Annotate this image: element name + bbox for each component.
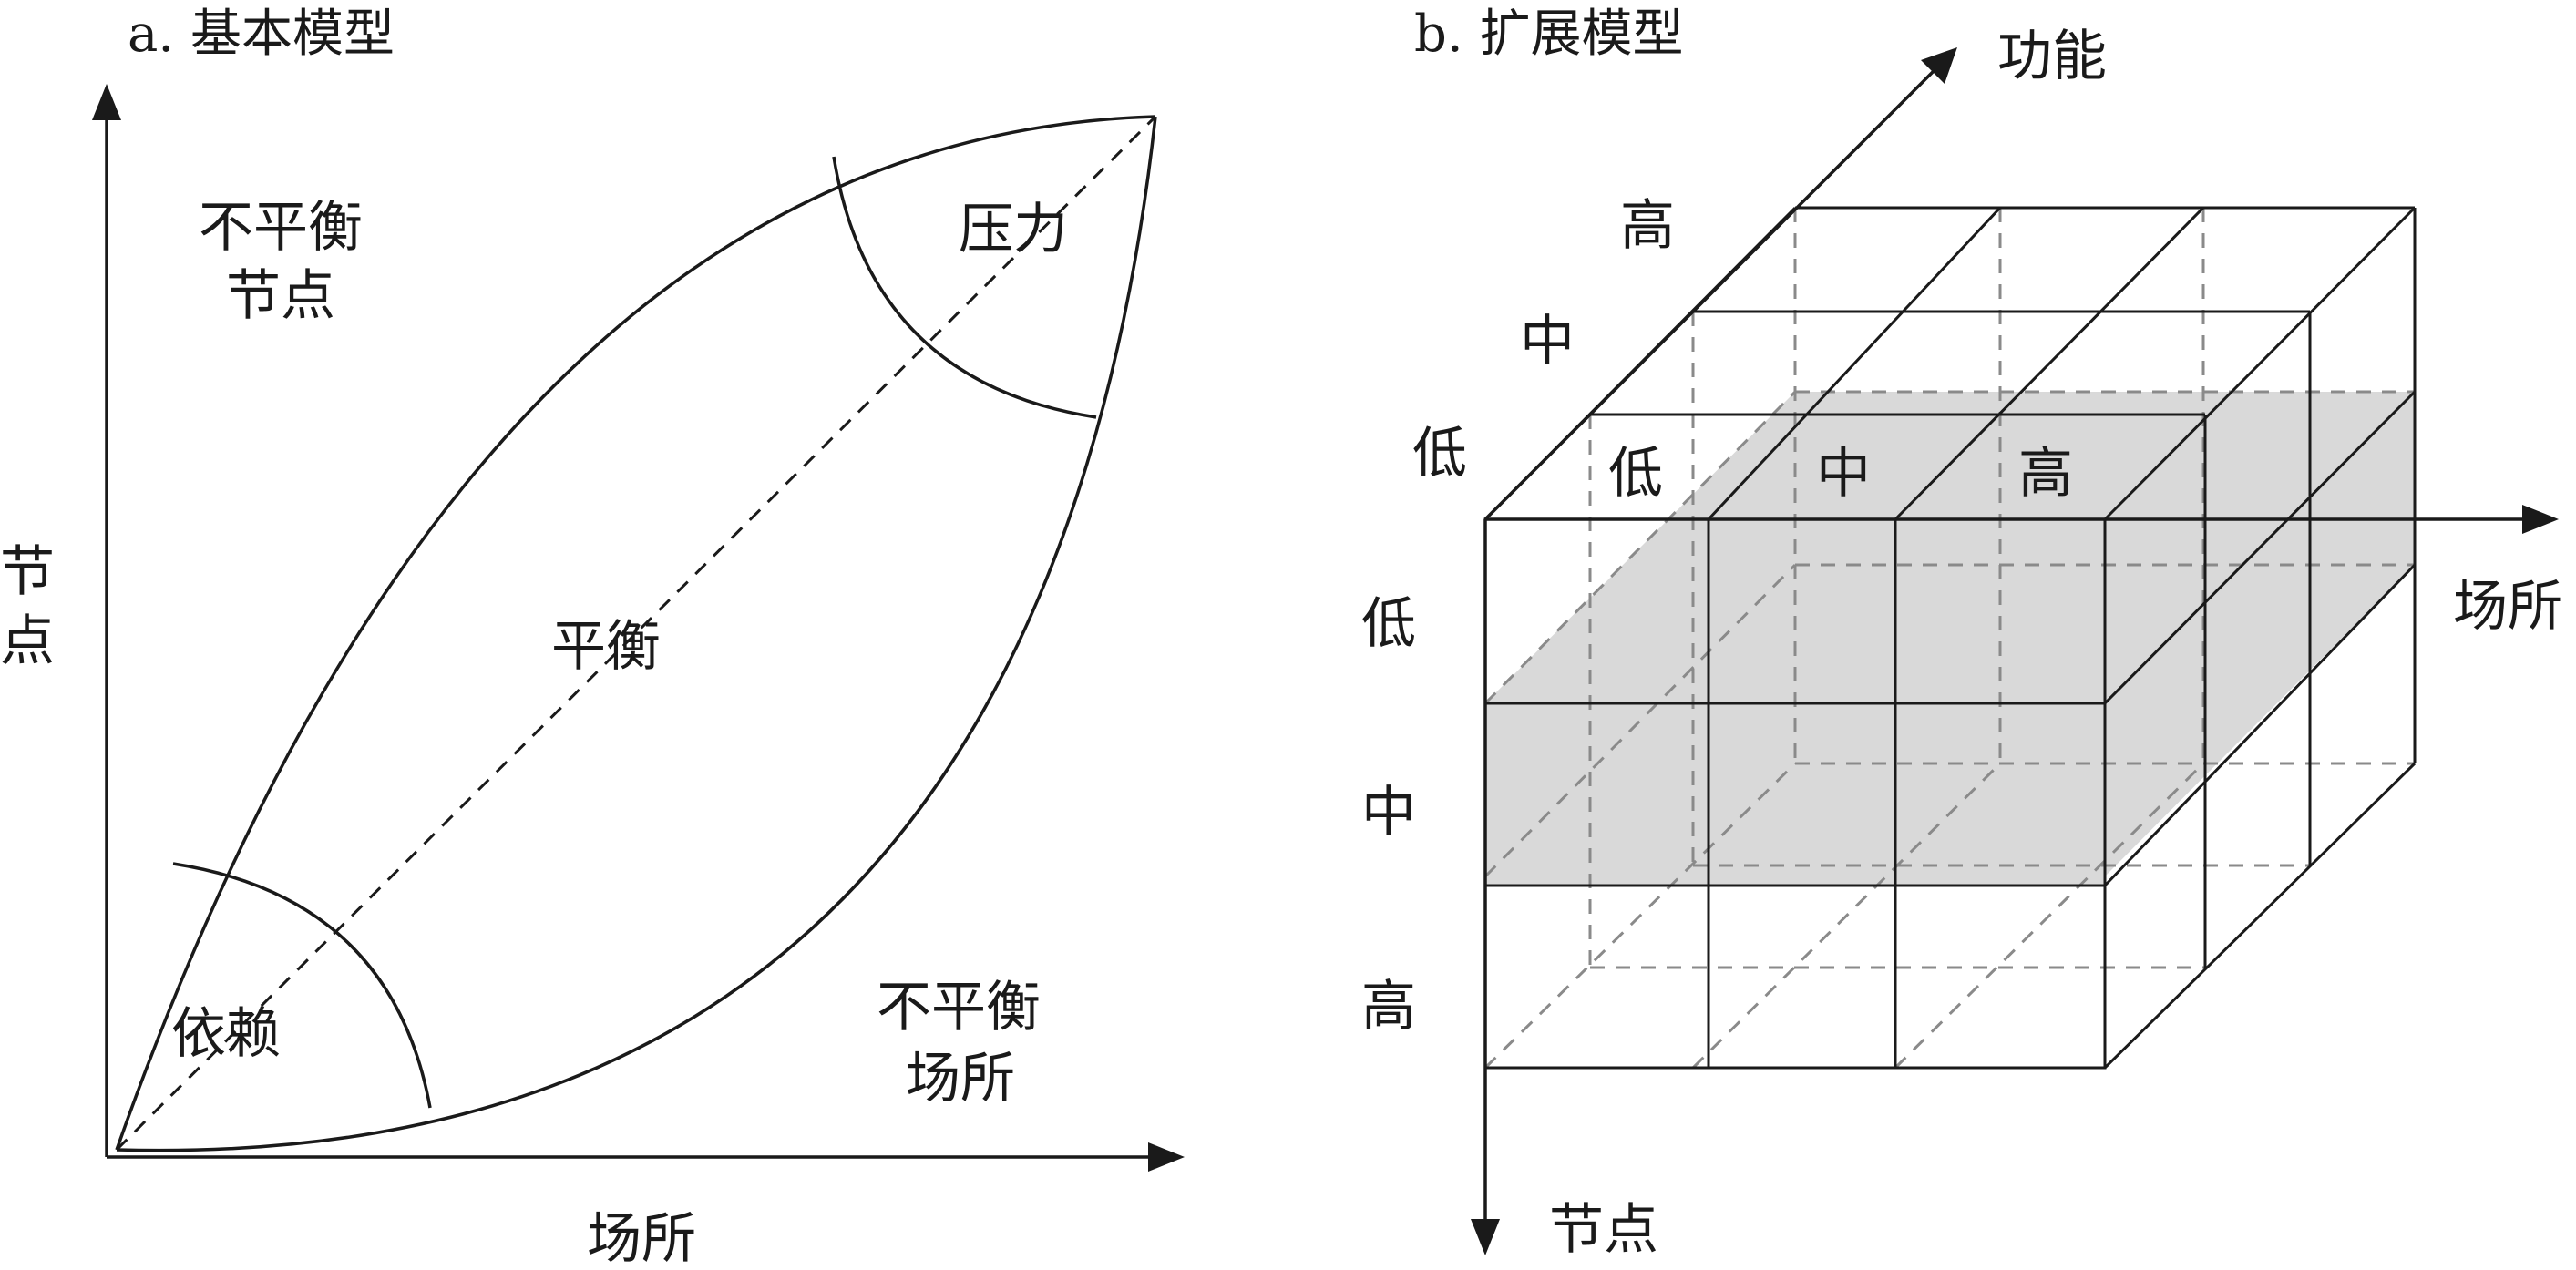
place-level-low: 低: [1608, 442, 1663, 506]
balance-diagonal-line: [115, 115, 1157, 1152]
label-unbalanced-node-line1: 不平衡: [199, 196, 363, 260]
y-axis-label: 节 点: [0, 540, 72, 673]
node-axis-label: 节点: [1549, 1198, 1658, 1262]
label-unbalanced-place-line2: 场所: [906, 1047, 1015, 1111]
place-axis-label: 场所: [2453, 575, 2562, 639]
label-unbalanced-node-line2: 节点: [226, 264, 335, 328]
label-balance: 平衡: [551, 615, 661, 679]
shaded-side-band: [2105, 392, 2415, 876]
panel-b-extended-model: b. 扩展模型: [1361, 5, 2562, 1262]
lens-upper-curve: [115, 115, 1156, 1151]
lens-lower-curve: [116, 116, 1157, 1152]
label-unbalanced-place-line1: 不平衡: [877, 976, 1041, 1040]
function-axis-label: 功能: [1997, 25, 2107, 88]
node-level-low: 低: [1361, 592, 1416, 656]
dependence-arc: [172, 862, 432, 1109]
panel-a-basic-model: a. 基本模型 不平衡 节点 压力 平衡 依赖 不平衡 场所 场所 节 点: [0, 5, 1185, 1270]
function-level-high: 高: [1620, 194, 1675, 258]
node-level-high: 高: [1361, 975, 1416, 1039]
label-pressure: 压力: [959, 198, 1068, 261]
place-level-mid: 中: [1816, 442, 1871, 506]
place-axis-arrow-icon: [2522, 505, 2559, 534]
function-level-low: 低: [1412, 422, 1467, 486]
place-level-high: 高: [2018, 442, 2073, 506]
panel-b-title: b. 扩展模型: [1414, 5, 1683, 64]
y-axis-label-char-1: 节: [0, 540, 55, 604]
panel-a-title: a. 基本模型: [128, 5, 395, 64]
y-axis-arrow-icon: [92, 84, 121, 120]
function-axis-arrow-icon: [1921, 47, 1957, 84]
function-axis-line: [1483, 64, 1941, 521]
node-level-mid: 中: [1361, 781, 1416, 845]
x-axis-label: 场所: [587, 1207, 696, 1270]
shaded-front-band: [1485, 703, 2105, 886]
node-axis-arrow-icon: [1471, 1219, 1500, 1255]
x-axis-arrow-icon: [1148, 1142, 1185, 1172]
label-dependence: 依赖: [171, 1002, 281, 1066]
pressure-arc: [832, 156, 1097, 419]
y-axis-label-char-2: 点: [0, 609, 55, 673]
function-level-mid: 中: [1520, 310, 1575, 374]
